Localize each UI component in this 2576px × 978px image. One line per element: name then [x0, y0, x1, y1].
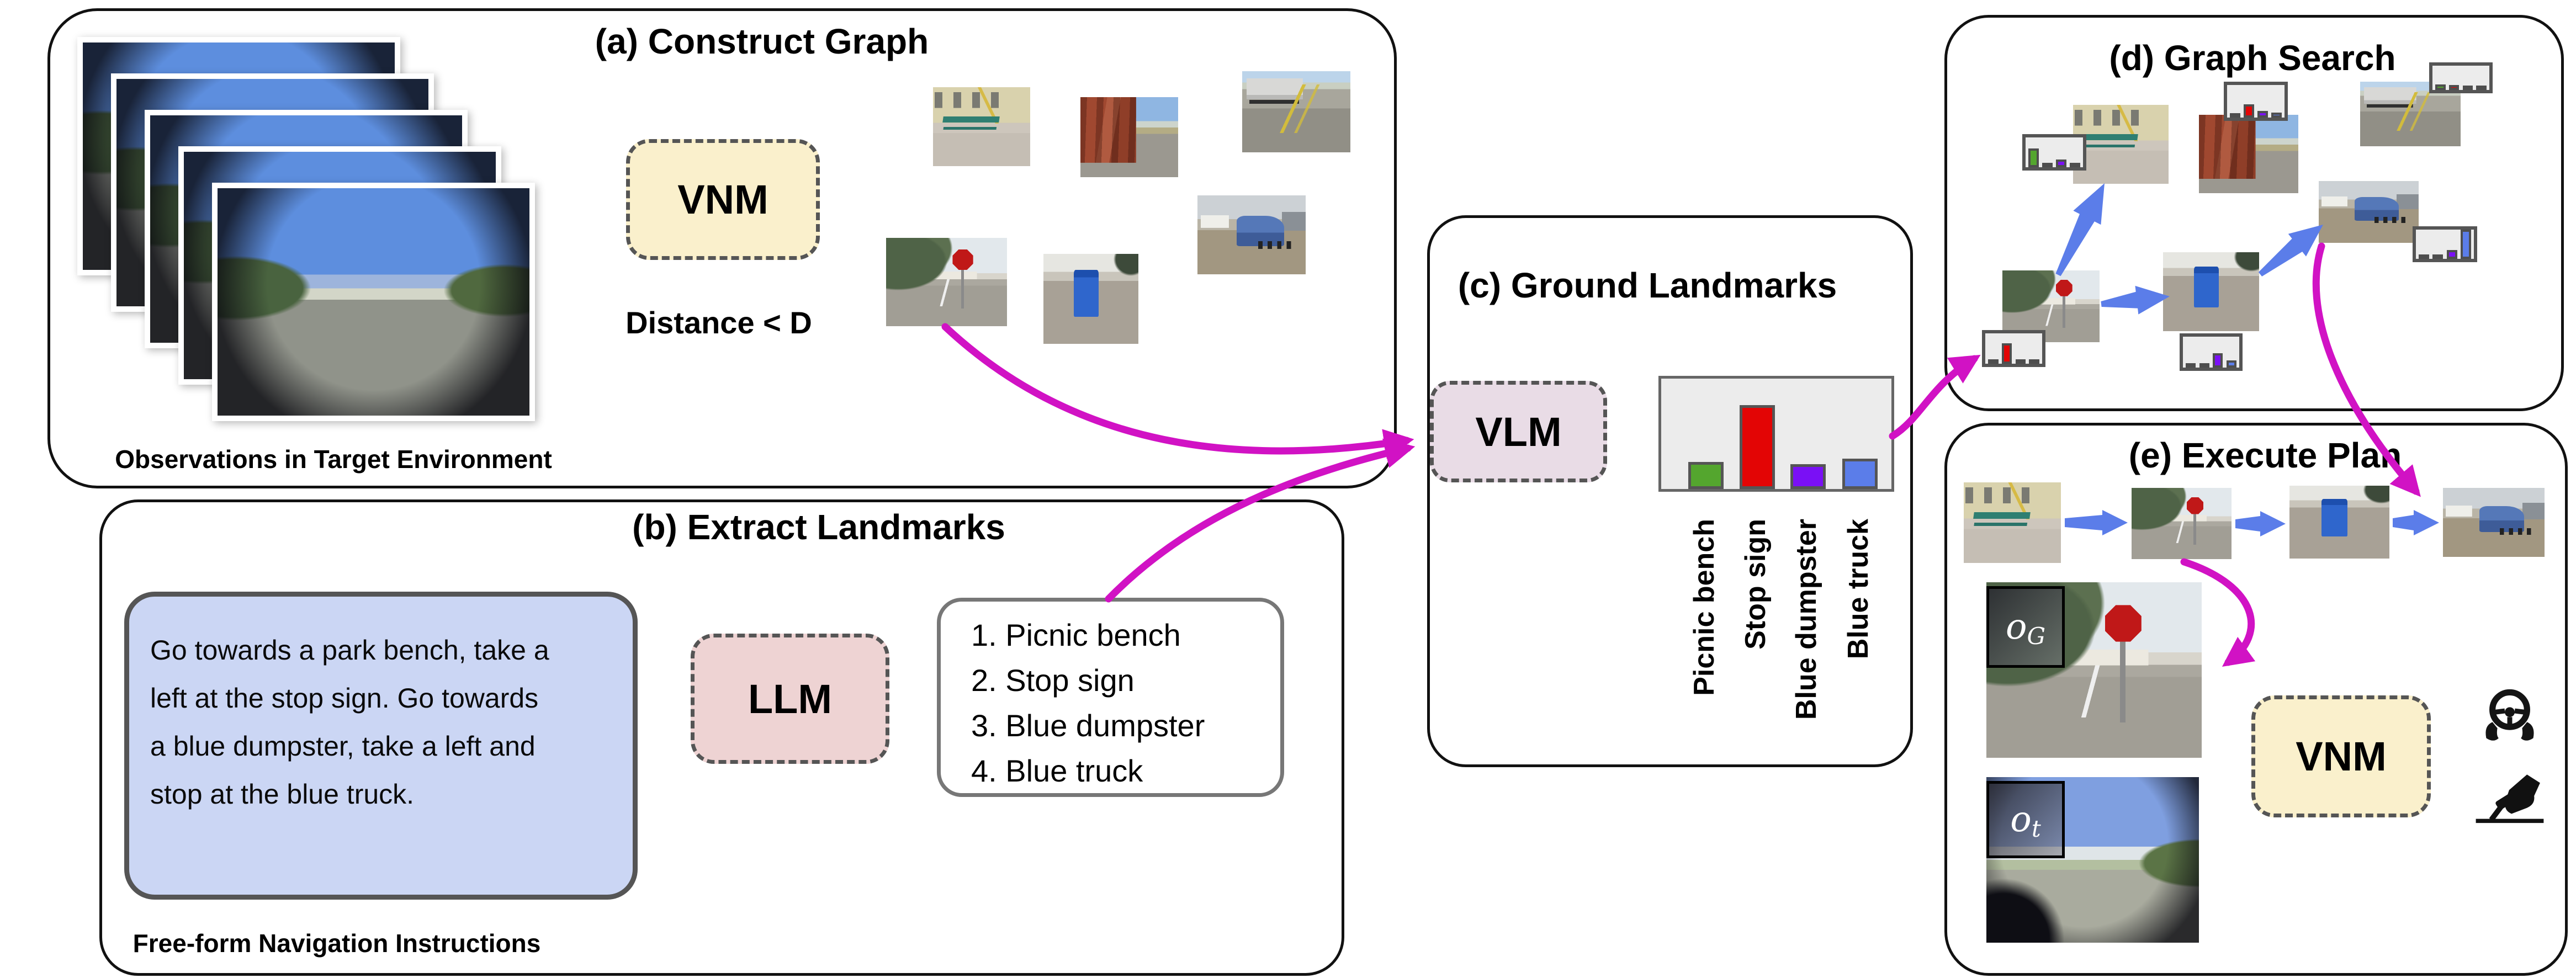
bar-stop-sign — [2001, 343, 2012, 364]
og-subscript: G — [2027, 622, 2046, 650]
title-ground-landmarks: (c) Ground Landmarks — [1457, 265, 1837, 305]
path-arrow — [2393, 510, 2439, 535]
og-symbol: o — [2005, 607, 2027, 647]
path-arrow — [2258, 225, 2323, 277]
freeform-instructions-caption: Free-form Navigation Instructions — [132, 929, 541, 958]
observation-stack-photo — [212, 183, 535, 421]
bar-stop-sign — [2448, 85, 2460, 90]
instruction-line: left at the stop sign. Go towards — [150, 683, 539, 714]
title-graph-search: (d) Graph Search — [2109, 38, 2396, 78]
bar-blue-dumpster — [1790, 464, 1826, 489]
observations-caption: Observations in Target Environment — [115, 445, 552, 474]
extracted-landmarks-list: 1. Picnic bench 2. Stop sign 3. Blue dum… — [937, 598, 1284, 797]
vlm-model-box: VLM — [1430, 381, 1607, 482]
bar-blue-dumpster — [2257, 111, 2268, 118]
vnm-label: VNM — [677, 177, 768, 222]
graph-node-blue-truck-photo — [2319, 181, 2419, 243]
title-construct-graph: (a) Construct Graph — [595, 22, 929, 61]
path-arrow — [2065, 510, 2128, 535]
bar-stop-sign — [2199, 363, 2209, 368]
graph-to-vlm-arrow — [941, 323, 1414, 459]
bar-picnic-bench — [2186, 363, 2196, 368]
grounding-probability-chart — [1658, 376, 1894, 492]
instruction-line: a blue dumpster, take a left and — [150, 731, 536, 762]
steering-wheel-icon — [2485, 689, 2534, 741]
vlm-label: VLM — [1475, 408, 1562, 455]
bar-blue-truck — [2271, 113, 2282, 118]
plan-strip-picnic-bench-photo — [1964, 482, 2061, 563]
title-execute-plan: (e) Execute Plan — [2128, 435, 2402, 475]
plan-strip-blue-truck-photo — [2443, 488, 2545, 557]
bar-blue-truck — [1842, 459, 1878, 489]
landmark-scores-minichart-blue-dumpster — [2180, 333, 2243, 371]
bar-blue-truck — [2476, 86, 2487, 90]
landmark-item: 2. Stop sign — [971, 663, 1135, 698]
landmark-scores-minichart-truck-trailer — [2429, 62, 2493, 93]
llm-model-box: LLM — [691, 634, 889, 764]
bar-blue-truck — [2460, 230, 2471, 259]
graph-node-blue-dumpster-photo — [2163, 252, 2259, 331]
graph-node-blue-dumpster-photo — [1043, 254, 1138, 344]
bar-blue-truck — [2226, 360, 2236, 368]
vnm-model-box: VNM — [626, 139, 820, 260]
llm-label: LLM — [748, 676, 833, 722]
landmark-item: 3. Blue dumpster — [971, 708, 1205, 743]
graph-node-picnic-bench-photo — [933, 87, 1030, 166]
ot-subscript: t — [2031, 815, 2041, 842]
bar-blue-truck — [2070, 163, 2080, 167]
bar-picnic-bench — [1988, 359, 1999, 364]
landmark-scores-minichart-stop-sign — [1982, 330, 2045, 367]
bar-blue-dumpster — [2446, 250, 2457, 259]
path-arrow — [2101, 285, 2170, 315]
bar-stop-sign — [2042, 163, 2053, 167]
graph-node-stop-sign-photo — [886, 238, 1007, 326]
bar-picnic-bench — [2435, 84, 2446, 90]
ot-symbol: o — [2010, 799, 2032, 840]
bar-blue-truck — [2029, 359, 2039, 364]
bar-blue-dumpster — [2015, 359, 2026, 364]
graph-node-red-wall-photo — [2199, 115, 2298, 193]
bar-picnic-bench — [2028, 148, 2039, 167]
plan-strip-stop-sign-photo — [2132, 488, 2232, 559]
title-extract-landmarks: (b) Extract Landmarks — [632, 507, 1005, 547]
bar-blue-dumpster — [2056, 160, 2066, 167]
graph-node-picnic-bench-photo — [2073, 105, 2169, 184]
instruction-line: stop at the blue truck. — [150, 779, 415, 810]
landmark-item: 4. Blue truck — [971, 753, 1143, 788]
graph-search-to-plan-arrow — [2312, 242, 2421, 497]
bar-blue-dumpster — [2462, 86, 2473, 90]
landmarks-to-vlm-arrow — [1105, 438, 1416, 603]
vnm-model-box-execute: VNM — [2251, 695, 2431, 817]
bar-blue-dumpster — [2213, 353, 2223, 368]
bar-picnic-bench — [2419, 254, 2430, 259]
bar-picnic-bench — [2230, 113, 2240, 118]
instruction-speech-bubble: Go towards a park bench, take a left at … — [124, 592, 638, 900]
path-arrow — [2055, 183, 2105, 277]
landmark-item: 1. Picnic bench — [971, 618, 1181, 652]
bar-picnic-bench — [1688, 462, 1724, 489]
bar-stop-sign — [2244, 104, 2254, 118]
plan-strip-blue-dumpster-photo — [2289, 486, 2389, 559]
instruction-line: Go towards a park bench, take a — [150, 635, 549, 666]
pedal-icon — [2476, 774, 2544, 823]
path-arrow — [2235, 511, 2286, 536]
plan-to-goal-observation-arrow — [2180, 558, 2256, 667]
distance-threshold-label: Distance < D — [626, 305, 812, 340]
graph-node-red-wall-photo — [1080, 97, 1178, 177]
graph-node-truck-trailer-photo — [1242, 71, 1350, 152]
landmark-scores-minichart-blue-truck — [2413, 226, 2477, 262]
bar-stop-sign — [1740, 405, 1775, 489]
bar-stop-sign — [2432, 254, 2444, 259]
graph-node-blue-truck-photo — [1197, 195, 1306, 274]
landmark-scores-minichart-picnic-bench — [2022, 134, 2086, 171]
chart-to-graph-search-arrow — [1889, 354, 1981, 440]
landmark-scores-minichart-red-wall — [2224, 82, 2288, 121]
vnm-label: VNM — [2296, 734, 2387, 779]
